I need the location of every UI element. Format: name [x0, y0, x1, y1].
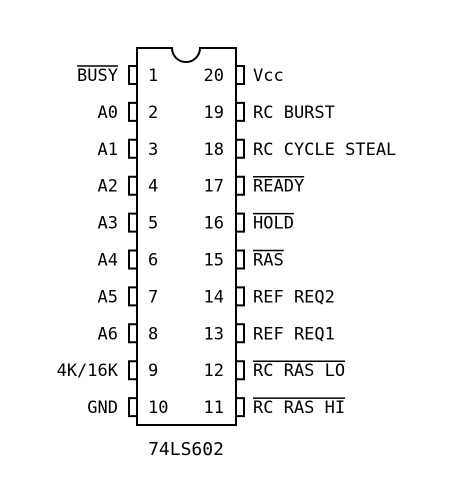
pin-12-number: 12: [204, 361, 224, 381]
pin-5-lead: [128, 212, 137, 233]
pin-3-number: 3: [148, 140, 158, 160]
pin-17-number: 17: [204, 177, 224, 197]
pin-18-number: 18: [204, 140, 224, 160]
pin-10-number: 10: [148, 398, 168, 418]
pin-12-label: RC RAS LO: [253, 361, 345, 381]
pins-right-group: 20 Vcc 19 RC BURST 18 RC CYCLE STEAL 17 READY 16…: [204, 65, 396, 418]
pin-17-lead: [236, 175, 245, 196]
pin-20-label: Vcc: [253, 66, 284, 86]
pin-17-label: READY: [253, 177, 304, 197]
pin-4-label: A2: [98, 177, 118, 197]
pin-19-number: 19: [204, 103, 224, 123]
pin-16-lead: [236, 212, 245, 233]
pin-2-number: 2: [148, 103, 158, 123]
pin-15-lead: [236, 249, 245, 270]
pin-16-number: 16: [204, 214, 224, 234]
pin-1-number: 1: [148, 66, 158, 86]
pin-11-number: 11: [204, 398, 224, 418]
pin-4-number: 4: [148, 177, 158, 197]
pin-19-lead: [236, 101, 245, 122]
pin-13-label: REF REQ1: [253, 324, 335, 344]
pin-5-number: 5: [148, 214, 158, 234]
ic-body: [136, 47, 237, 426]
pin-6-number: 6: [148, 251, 158, 271]
pin-19-label: RC BURST: [253, 103, 335, 123]
pin-4-lead: [128, 175, 137, 196]
pin-9-lead: [128, 360, 137, 381]
pin-14-number: 14: [204, 287, 224, 307]
pin-7-label: A5: [98, 287, 118, 307]
pins-left-group: 1 BUSY 2 A0 3 A1 4 A2 5 A3 6 A4 7 A5 8 A6 9 4K/16K 10 GND: [57, 65, 168, 418]
pin-5-label: A3: [98, 214, 118, 234]
pin-2-lead: [128, 101, 137, 122]
pin-9-label: 4K/16K: [57, 361, 119, 381]
pin-6-label: A4: [98, 251, 118, 271]
pin-10-label: GND: [87, 398, 118, 418]
pin-13-lead: [236, 323, 245, 344]
pin-15-number: 15: [204, 251, 224, 271]
pin-9-number: 9: [148, 361, 158, 381]
pin-15-label: RAS: [253, 251, 284, 271]
pin-8-number: 8: [148, 324, 158, 344]
pin-6-lead: [128, 249, 137, 270]
pin-18-lead: [236, 138, 245, 159]
pin-11-label: RC RAS HI: [253, 398, 345, 418]
pin-1-label: BUSY: [77, 66, 118, 86]
pin-8-label: A6: [98, 324, 118, 344]
pin-16-label: HOLD: [253, 214, 294, 234]
pin-11-lead: [236, 397, 245, 418]
pin-13-number: 13: [204, 324, 224, 344]
pin-20-lead: [236, 65, 245, 85]
pin-10-lead: [128, 397, 137, 418]
pin-12-lead: [236, 360, 245, 381]
pin-8-lead: [128, 323, 137, 344]
chip-name: 74LS602: [148, 439, 224, 460]
pin-14-label: REF REQ2: [253, 287, 335, 307]
pin-7-number: 7: [148, 287, 158, 307]
pin-14-lead: [236, 286, 245, 307]
pin-3-label: A1: [98, 140, 118, 160]
pin-3-lead: [128, 138, 137, 159]
pin-1-lead: [128, 65, 137, 85]
pin-20-number: 20: [204, 66, 224, 86]
pin-7-lead: [128, 286, 137, 307]
pin-18-label: RC CYCLE STEAL: [253, 140, 396, 160]
pin-2-label: A0: [98, 103, 118, 123]
